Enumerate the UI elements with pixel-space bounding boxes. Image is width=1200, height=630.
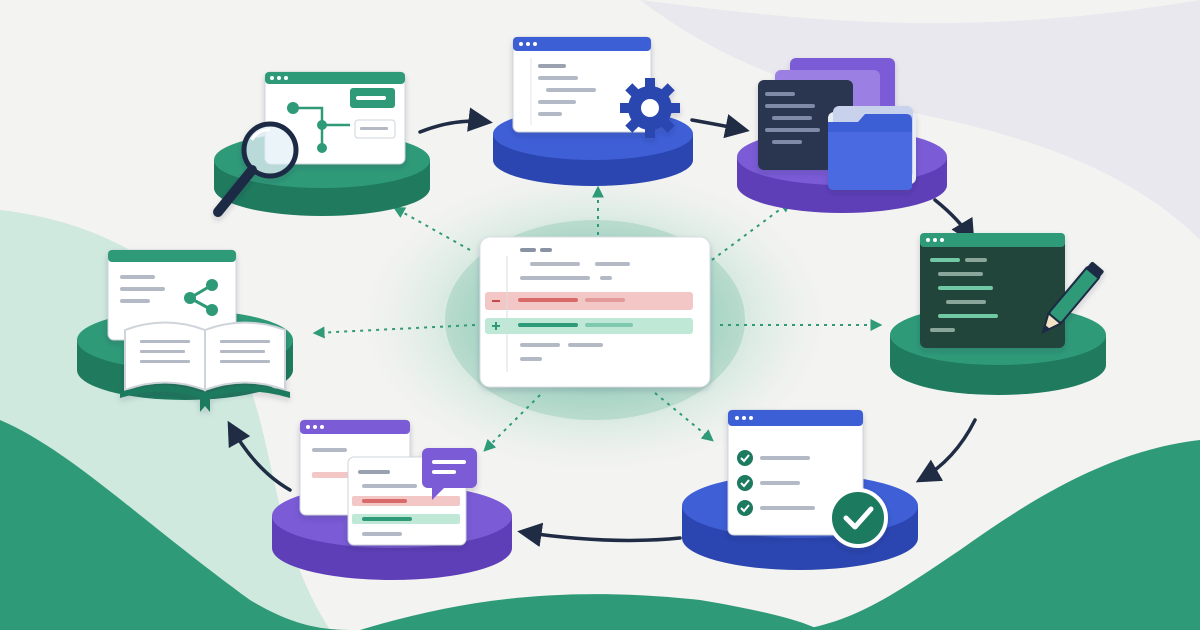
folders-code-icon <box>758 58 916 190</box>
center-link-investigate <box>392 206 471 251</box>
arrow-edit-to-test <box>915 418 977 483</box>
center-link-review <box>483 394 541 452</box>
center-link-document <box>312 324 476 339</box>
center-links <box>312 185 883 452</box>
station-document <box>77 249 293 412</box>
station-configure <box>493 36 693 186</box>
arrow-configure-to-organize <box>690 114 750 139</box>
arrow-test-to-review <box>517 522 682 547</box>
center-link-organize <box>711 200 792 261</box>
magnifying-glass-diagram-icon <box>213 71 406 217</box>
station-test <box>682 409 918 570</box>
diff-review-comment-icon <box>299 419 477 546</box>
station-edit <box>890 233 1106 395</box>
checklist-check-icon <box>727 409 888 548</box>
window-gear-icon <box>512 36 680 138</box>
station-investigate <box>213 71 430 217</box>
station-review <box>272 419 512 580</box>
open-book-diagram-icon <box>107 249 290 412</box>
station-organize <box>737 58 947 213</box>
code-diff-panel-icon <box>479 236 711 388</box>
arrow-review-to-document <box>227 420 292 492</box>
code-editor-pencil-icon <box>920 233 1104 348</box>
arrow-investigate-to-configure <box>418 107 493 134</box>
